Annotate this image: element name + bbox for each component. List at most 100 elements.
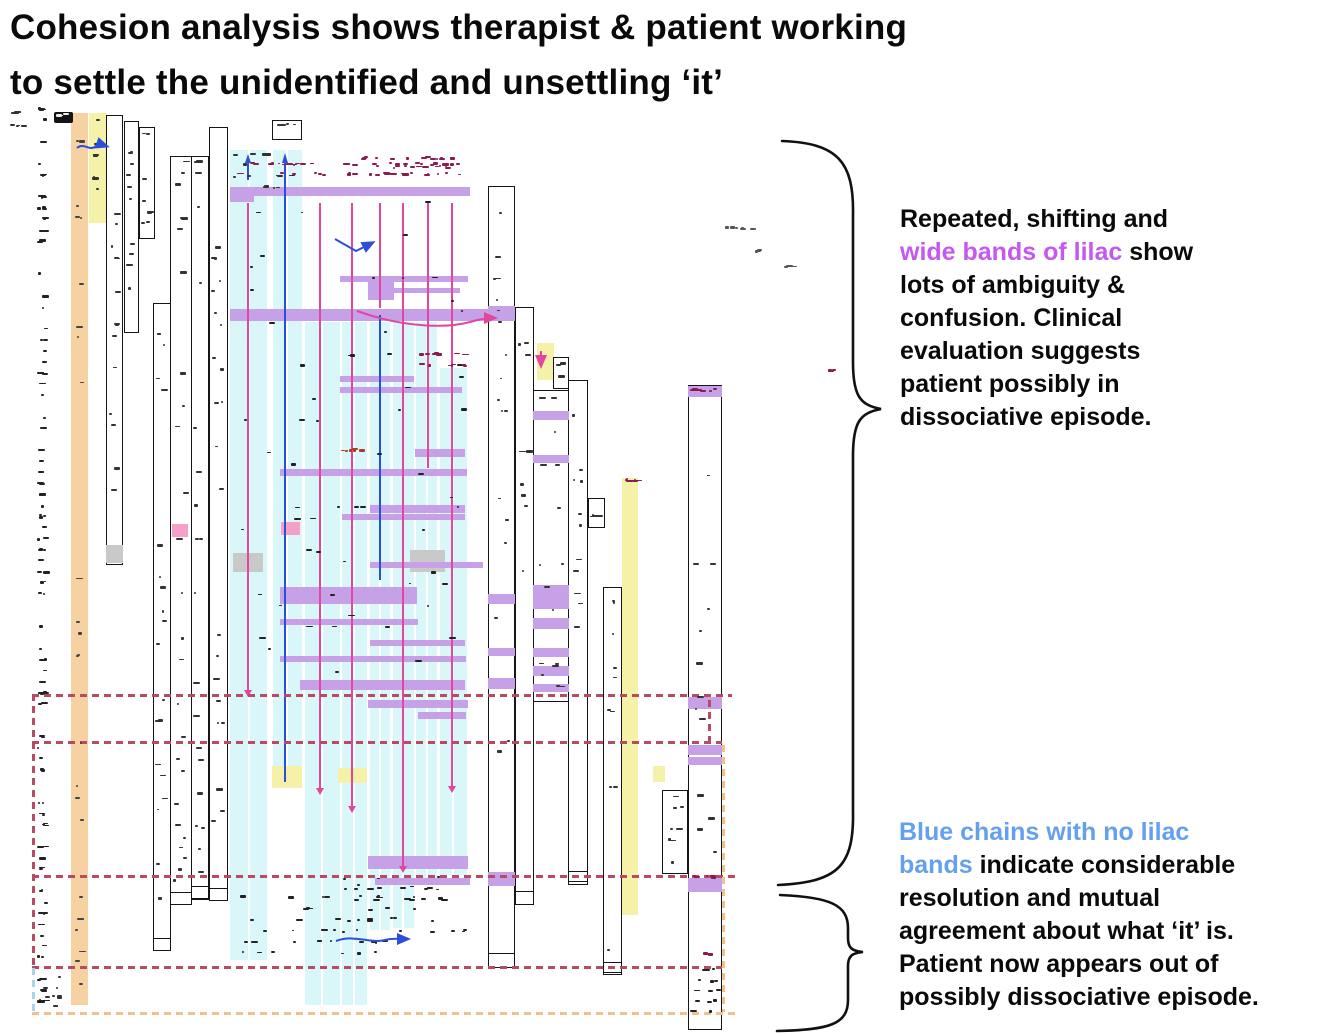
micro-text-mark [76,139,80,142]
micro-text-mark [332,625,338,628]
micro-text-mark [419,363,425,366]
annotation-line: confusion. Clinical [900,302,1193,335]
micro-text-mark [211,256,218,259]
micro-text-mark [551,397,558,399]
micro-text-mark [43,515,46,517]
micro-text-mark [37,912,44,915]
micro-text-mark [414,162,420,164]
utterance-column [588,498,605,528]
micro-text-mark [37,978,41,982]
micro-text-mark [40,1000,45,1003]
micro-text-mark [213,677,221,680]
micro-text-mark [218,280,222,283]
micro-text-mark [431,571,437,574]
micro-text-mark [521,569,524,573]
micro-text-mark [79,216,83,220]
micro-text-mark [92,154,99,157]
micro-text-mark [698,979,701,982]
micro-text-mark [367,888,374,891]
micro-text-mark [43,416,47,419]
micro-text-mark [126,264,134,267]
micro-text-mark [352,172,359,175]
micro-text-mark [706,875,709,877]
micro-text-mark [250,162,256,165]
micro-text-mark [421,156,428,159]
micro-text-mark [498,320,502,323]
micro-text-mark [441,157,445,160]
micro-text-mark [244,419,247,421]
gray-block [106,545,123,563]
micro-text-mark [697,794,704,797]
micro-text-mark [832,369,836,372]
micro-text-mark [424,200,432,203]
micro-text-mark [180,372,186,375]
micro-text-mark [112,334,118,337]
micro-text-mark [216,633,221,636]
lilac-band [533,585,569,609]
micro-text-mark [377,895,380,897]
micro-text-mark [10,124,16,127]
micro-text-mark [42,207,47,210]
lilac-band [533,455,569,463]
micro-text-mark [250,919,254,921]
micro-text-mark [277,124,281,127]
cyan-strip [342,322,353,1005]
micro-text-mark [93,177,99,180]
micro-text-mark [162,619,167,623]
micro-text-mark [395,165,401,168]
lilac-band [370,562,483,568]
micro-text-mark [276,186,280,189]
chain-arrowhead [282,153,288,163]
micro-text-mark [38,647,43,650]
micro-text-mark [399,929,403,932]
micro-text-mark [129,243,135,245]
chain-arrowhead [245,154,251,163]
micro-text-mark [312,398,317,401]
micro-text-mark [41,505,44,508]
micro-text-mark [496,309,500,312]
micro-text-mark [492,278,497,280]
micro-text-mark [695,662,703,665]
micro-text-mark [697,388,702,392]
micro-text-mark [450,364,453,367]
micro-text-mark [415,165,423,168]
micro-text-mark [41,174,45,177]
micro-text-mark [612,666,618,669]
micro-text-mark [211,820,217,823]
micro-text-mark [37,955,41,958]
micro-text-mark [436,173,439,175]
micro-text-mark [420,897,427,900]
lilac-band [415,449,465,457]
micro-text-mark [400,172,404,175]
cyan-strip [370,322,379,930]
micro-text-mark [43,338,48,341]
micro-text-mark [39,514,43,517]
micro-text-mark [243,163,248,166]
micro-text-mark [42,822,48,825]
micro-text-mark [172,879,177,882]
micro-text-mark [79,895,83,899]
micro-text-mark [520,483,524,486]
lilac-band [280,656,466,662]
micro-text-mark [409,172,414,174]
dashed-boundary-maroon [32,694,732,697]
micro-text-mark [212,356,217,359]
micro-text-mark [58,976,61,979]
cyan-strip [428,322,437,880]
cyan-strip [440,368,452,875]
micro-text-mark [161,610,165,613]
lilac-band [533,666,569,676]
micro-text-mark [553,430,556,433]
lilac-band [533,618,569,629]
micro-text-mark [176,227,183,230]
micro-text-mark [573,625,580,628]
micro-text-mark [590,515,597,518]
micro-text-mark [412,908,417,910]
micro-text-mark [39,866,45,869]
micro-text-mark [295,918,303,921]
micro-text-mark [462,930,465,933]
micro-text-mark [175,824,181,827]
lilac-band [370,640,465,646]
micro-text-mark [306,625,314,628]
micro-text-mark [519,450,527,453]
